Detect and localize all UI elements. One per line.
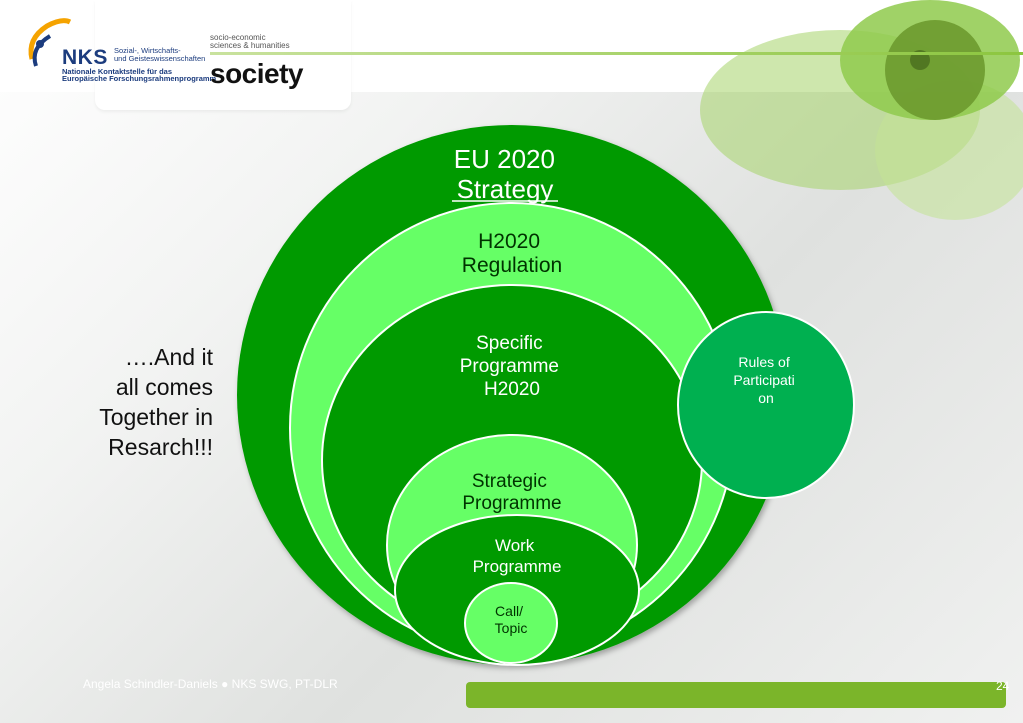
- strategic-programme-label: Strategic Programme: [462, 471, 561, 514]
- side-line: ….And it: [124, 344, 213, 370]
- rules-of-participation-circle: [677, 311, 855, 499]
- logo-tab: [95, 0, 351, 110]
- nks-line1: Sozial-, Wirtschafts-: [114, 46, 181, 55]
- ssh-tagline: socio-economic sciences & humanities: [210, 34, 290, 50]
- call-topic-label: Call/ Topic: [495, 603, 528, 636]
- nks-line2: und Geisteswissenschaften: [114, 54, 206, 63]
- footer-bar: [466, 682, 1006, 708]
- call-topic-circle: [464, 582, 558, 664]
- nks-line4: Europäische Forschungsrahmenprogramm: [62, 74, 217, 83]
- side-caption: ….And it all comes Together in Resarch!!…: [53, 342, 213, 462]
- nks-abbr: NKS: [62, 46, 108, 69]
- rules-of-participation-label: Rules of Participati on: [733, 354, 798, 406]
- specific-programme-label: Specific Programme H2020: [460, 333, 565, 400]
- nks-logo: NKS Sozial-, Wirtschafts- und Geisteswis…: [22, 14, 216, 84]
- side-line: Resarch!!!: [108, 434, 213, 460]
- society-wordmark: society: [210, 58, 304, 89]
- side-line: all comes: [115, 374, 213, 400]
- footer-author: Angela Schindler-Daniels ● NKS SWG, PT-D…: [83, 677, 338, 691]
- eu2020-label: EU 2020 Strategy: [454, 144, 562, 204]
- nks-swoosh-icon: [28, 18, 72, 67]
- header-green-rule: [210, 52, 1023, 55]
- side-line: Together in: [99, 404, 213, 430]
- ssh-line1: socio-economic: [210, 33, 266, 42]
- ssh-line2: sciences & humanities: [210, 41, 290, 50]
- nks-line3: Nationale Kontaktstelle für das: [62, 67, 173, 76]
- work-programme-label: Work Programme: [473, 536, 562, 576]
- h2020-regulation-label: H2020 Regulation: [462, 230, 562, 277]
- page-number: 24: [996, 679, 1010, 693]
